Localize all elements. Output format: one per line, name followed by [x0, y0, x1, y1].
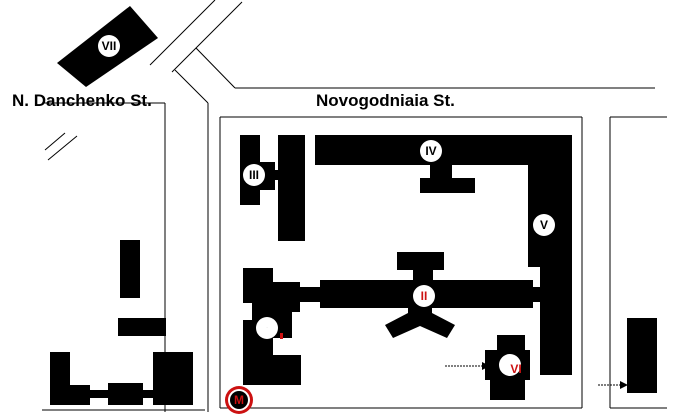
road-lines — [42, 0, 667, 412]
building-ii-label: II — [421, 289, 428, 303]
metro-label: M — [234, 393, 244, 407]
west-block-buildings — [50, 240, 193, 405]
building-vi-marker — [499, 354, 521, 376]
building-iii: III — [240, 135, 305, 241]
building-vi: VI — [485, 335, 530, 400]
east-block-building — [598, 318, 657, 393]
metro-marker: M — [225, 386, 253, 414]
entrance-arrow-vi — [445, 362, 490, 370]
main-campus: III IV V II — [240, 135, 572, 400]
building-iii-label: III — [249, 168, 259, 182]
building-v-label: V — [540, 218, 548, 232]
street-label-novogodniaia: Novogodniaia St. — [316, 91, 455, 110]
building-iii-marker — [243, 164, 265, 186]
building-v-marker — [533, 214, 555, 236]
building-v: V — [528, 135, 572, 375]
building-i: I — [243, 268, 301, 385]
building-i-marker — [256, 317, 278, 339]
building-iv-label: IV — [425, 144, 436, 158]
building-ii-marker — [413, 285, 435, 307]
building-iv-marker — [420, 140, 442, 162]
street-label-danchenko: N. Danchenko St. — [12, 91, 152, 110]
building-vi-label: VI — [510, 362, 521, 376]
building-ii: II — [300, 252, 542, 338]
building-i-accent — [280, 333, 283, 339]
building-iv: IV — [315, 135, 540, 193]
building-vii-marker — [98, 35, 120, 57]
building-vii: VII — [57, 6, 158, 87]
building-vii-label: VII — [102, 39, 117, 53]
